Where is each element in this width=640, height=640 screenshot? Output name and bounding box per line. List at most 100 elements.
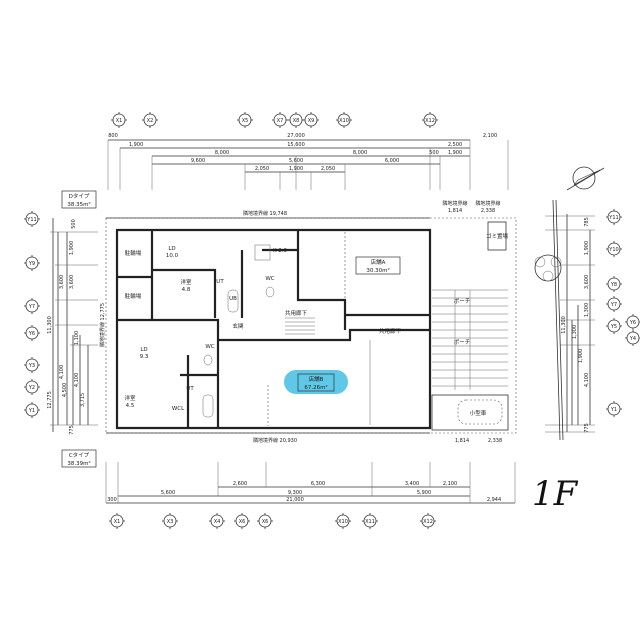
parking-space <box>431 394 509 431</box>
toilet <box>265 286 275 298</box>
dim-text: 500 <box>71 219 77 229</box>
grid-bubble: Y11 <box>606 209 622 225</box>
dim-text: 1,814 <box>455 438 469 444</box>
dim-text: 8,000 <box>215 150 229 156</box>
shop-a-label: 店舗A 30.30m² <box>355 256 401 275</box>
grid-label: X12 <box>423 519 433 525</box>
dim-text: 27,000 <box>287 133 305 139</box>
room-label: 4.8 <box>182 287 191 293</box>
room-label: 共用廊下 <box>379 327 402 335</box>
dim-text: 3,715 <box>80 393 86 407</box>
boundary-bottom-label: 隣地境界線 20,930 <box>253 437 297 444</box>
grid-label: Y6 <box>629 320 636 326</box>
elevator <box>254 244 271 261</box>
dim-text: 800 <box>108 133 118 139</box>
dim-text: 775 <box>69 425 75 435</box>
grid-bubble: Y11 <box>24 211 40 227</box>
grid-bubble: Y6 <box>24 325 40 341</box>
grid-bubble: X11 <box>362 513 378 529</box>
dim-text: 21,000 <box>286 497 304 503</box>
stairs <box>285 317 315 335</box>
dim-text: 2,944 <box>487 497 501 503</box>
room-label: 10.0 <box>166 253 179 259</box>
grid-bubble: Y10 <box>606 241 622 257</box>
room-label: ポーチ <box>454 298 471 305</box>
grid-label: X1 <box>114 519 121 525</box>
grid-bubble: X6 <box>234 513 250 529</box>
dim-text: 11,300 <box>47 316 53 334</box>
dim-text: 2,050 <box>321 166 335 172</box>
dim-text: 6,000 <box>385 158 399 164</box>
grid-label: X3 <box>167 519 174 525</box>
grid-label: X6 <box>262 519 269 525</box>
dim-text: 8,000 <box>353 150 367 156</box>
dim-text: 2,100 <box>443 481 457 487</box>
room-label: ポーチ <box>454 339 471 346</box>
room-label: UT <box>216 279 224 285</box>
room-label: 洋室 <box>124 394 136 402</box>
grid-label: X2 <box>147 118 154 124</box>
grid-bubble: Y3 <box>24 357 40 373</box>
dim-text: 11,300 <box>561 316 567 334</box>
grid-label: X7 <box>277 118 284 124</box>
room-label: 4.5 <box>126 403 135 409</box>
room-label: LD <box>168 246 175 252</box>
dim-text: 300 <box>107 497 117 503</box>
boundary-right-b: 隣地境界線 <box>475 200 500 207</box>
grid-bubble: X4 <box>209 513 225 529</box>
grid-label: X1 <box>116 118 123 124</box>
dim-text: 1,900 <box>69 241 75 255</box>
dim-text: 3,400 <box>405 481 419 487</box>
tree-icon <box>534 254 562 282</box>
grid-label: X5 <box>242 118 249 124</box>
garbage-area <box>487 221 507 251</box>
grid-label: Y11 <box>608 215 618 221</box>
dim-text: 15,600 <box>287 142 305 148</box>
grid-label: X9 <box>308 118 315 124</box>
north-arrow-icon <box>566 166 605 191</box>
dim-text: 3,600 <box>69 275 75 289</box>
grid-label: X10 <box>339 118 349 124</box>
dim-text: 5,600 <box>161 490 175 496</box>
grid-bubble: X8 <box>288 112 304 128</box>
room-label: 共用廊下 <box>285 309 308 317</box>
dim-text: 4,100 <box>59 365 65 379</box>
dim-text: 785 <box>584 217 590 227</box>
dim-text: 3,600 <box>584 275 590 289</box>
shop-a-name: 店舗A <box>371 258 386 266</box>
grid-bubble: Y1 <box>24 402 40 418</box>
room-label: LD <box>140 347 147 353</box>
grid-label: X6 <box>239 519 246 525</box>
dim-text: 500 <box>429 150 439 156</box>
dim-text: 6,300 <box>311 481 325 487</box>
grid-label: X10 <box>338 519 348 525</box>
room-label: 玄関 <box>232 322 244 330</box>
boundary-left-label: 隣地境界線 12,775 <box>99 303 106 347</box>
room-label: WC <box>265 276 274 282</box>
porch-area <box>432 289 508 390</box>
grid-label: Y1 <box>610 407 617 413</box>
dim-text: 5,900 <box>417 490 431 496</box>
dim-text: 775 <box>584 423 590 433</box>
dim-text: 2,338 <box>481 208 495 214</box>
grid-bubble: Y7 <box>24 298 40 314</box>
grid-label: Y2 <box>28 385 35 391</box>
room-labels: 駐輪場 駐輪場 LD 10.0 洋室 4.8 LD 9.3 洋室 4.5 UT … <box>124 232 508 417</box>
shop-b-label[interactable]: 店舗B 67.26m² <box>284 370 348 394</box>
dim-text: 2,338 <box>488 438 502 444</box>
room-label: UT <box>186 386 194 392</box>
dim-text: 2,500 <box>448 142 462 148</box>
grid-label: Y3 <box>28 363 35 369</box>
grid-bubble: Y8 <box>606 276 622 292</box>
dim-text: 9,300 <box>288 490 302 496</box>
dim-text: 2,100 <box>483 133 497 139</box>
room-label: 駐輪場 <box>125 249 142 257</box>
room-label: K 2.9 <box>273 248 288 254</box>
grid-bubble: X10 <box>335 513 351 529</box>
floor-label: 1F <box>532 474 579 514</box>
dim-text: 1,900 <box>578 349 584 363</box>
room-label: 9.3 <box>140 354 149 360</box>
